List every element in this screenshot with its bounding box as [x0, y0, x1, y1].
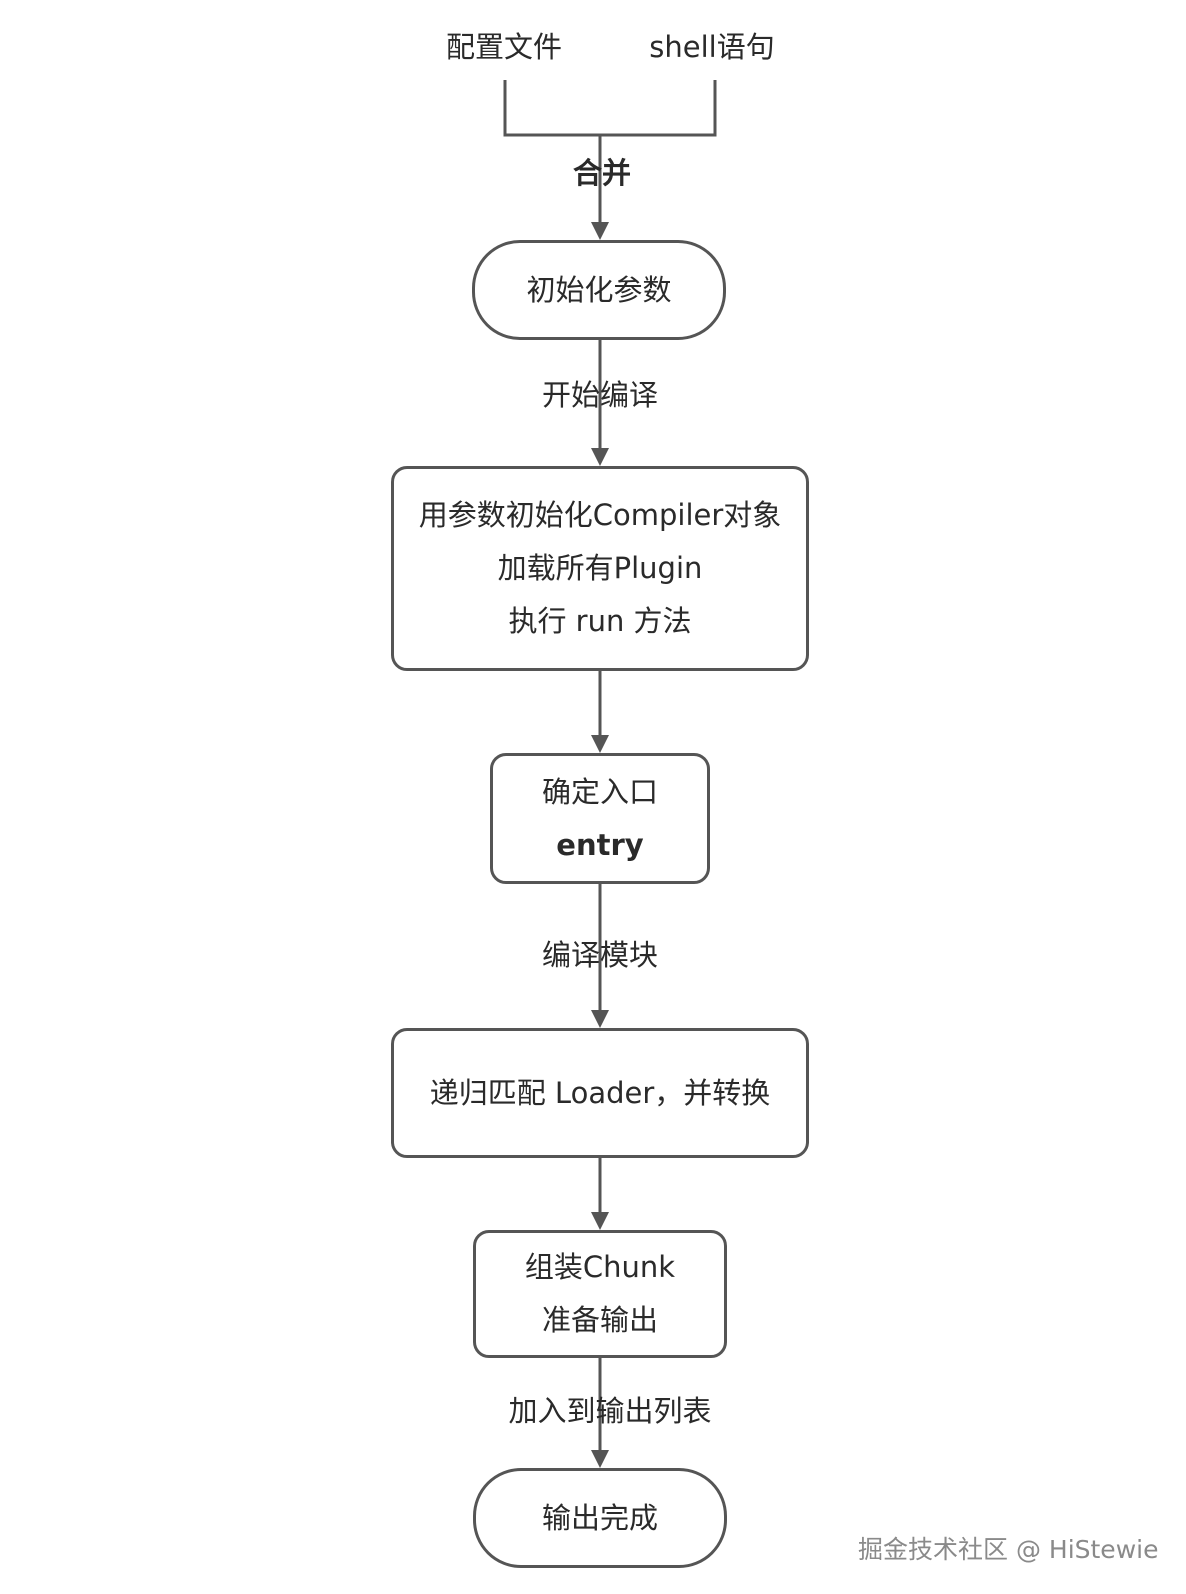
- arrowhead-compile-modules: [591, 1010, 609, 1028]
- source-shell-statement: shell语句: [649, 30, 775, 64]
- node-init-params: 初始化参数: [472, 240, 726, 340]
- node-loader: 递归匹配 Loader，并转换: [391, 1028, 809, 1158]
- arrowhead-to-chunk: [591, 1212, 609, 1230]
- node-compiler-line2: 加载所有Plugin: [497, 551, 703, 585]
- edge-label-compile-modules: 编译模块: [541, 938, 659, 972]
- node-compiler-line1: 用参数初始化Compiler对象: [418, 498, 782, 532]
- arrowhead-add-to-output: [591, 1450, 609, 1468]
- arrowhead-merge: [591, 222, 609, 240]
- node-loader-text: 递归匹配 Loader，并转换: [429, 1075, 771, 1110]
- node-compiler-line3: 执行 run 方法: [508, 604, 692, 638]
- edge-label-merge: 合并: [572, 156, 632, 190]
- watermark: 掘金技术社区 @ HiStewie: [858, 1535, 1159, 1564]
- node-init-params-text: 初始化参数: [526, 272, 672, 307]
- arrowhead-to-entry: [591, 735, 609, 753]
- edge-label-start-compile: 开始编译: [541, 378, 659, 412]
- node-output-done: 输出完成: [473, 1468, 727, 1568]
- node-output-done-text: 输出完成: [541, 1500, 658, 1535]
- node-chunk: 组装Chunk 准备输出: [473, 1230, 727, 1358]
- node-chunk-line1: 组装Chunk: [524, 1250, 676, 1284]
- node-entry: 确定入口 entry: [490, 753, 710, 884]
- node-chunk-line2: 准备输出: [541, 1303, 658, 1337]
- node-entry-line2: entry: [556, 827, 644, 862]
- source-config-file: 配置文件: [445, 30, 563, 64]
- node-entry-line1: 确定入口: [541, 774, 658, 809]
- arrowhead-start-compile: [591, 448, 609, 466]
- merge-bracket: [503, 80, 717, 137]
- edge-label-add-to-output-list: 加入到输出列表: [508, 1394, 712, 1428]
- node-compiler: 用参数初始化Compiler对象 加载所有Plugin 执行 run 方法: [391, 466, 809, 671]
